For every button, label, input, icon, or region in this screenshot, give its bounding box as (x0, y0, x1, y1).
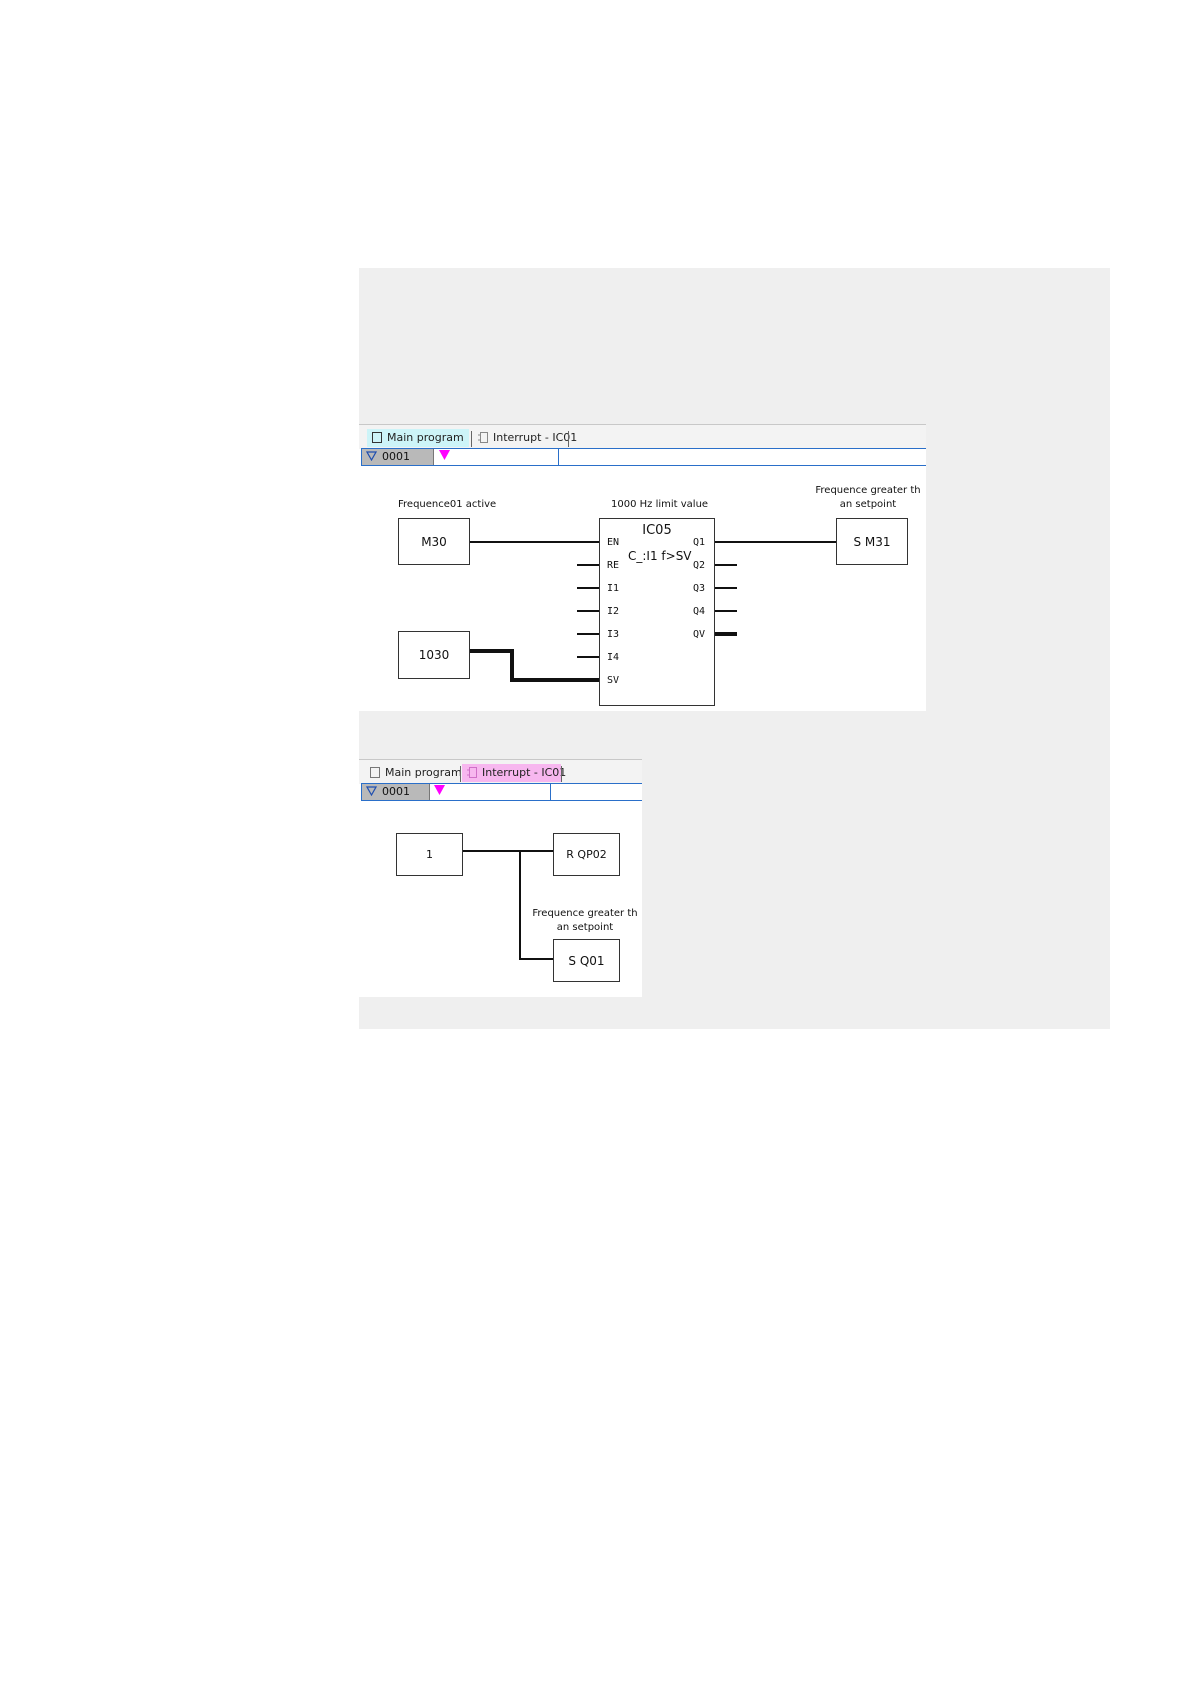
wire-branch-set (520, 851, 553, 959)
wire-constant-sv (470, 651, 599, 680)
coil-r-qp02[interactable]: R QP02 (553, 833, 620, 876)
pin-i2: I2 (607, 606, 619, 617)
constant-1[interactable]: 1 (396, 833, 463, 876)
pin-q3: Q3 (693, 583, 705, 594)
pin-q1: Q1 (693, 537, 705, 548)
contact-m30[interactable]: M30 (398, 518, 470, 565)
pin-i4: I4 (607, 652, 619, 663)
pin-sv: SV (607, 675, 619, 686)
program-editor-main: Main program Interrupt - IC01 0001 Frequ… (359, 424, 926, 711)
comment-output-line2: an setpoint (815, 499, 921, 510)
pin-i3: I3 (607, 629, 619, 640)
pin-i1: I1 (607, 583, 619, 594)
program-editor-interrupt: Main program Interrupt - IC01 0001 1 R Q… (359, 759, 642, 997)
block-name: IC05 (600, 523, 714, 538)
coil-s-m31[interactable]: S M31 (836, 518, 908, 565)
comment-function-block: 1000 Hz limit value (611, 499, 708, 510)
pin-qv: QV (693, 629, 705, 640)
function-block-ic05[interactable]: IC05 C_:I1 f>SV EN RE I1 I2 I3 I4 SV Q1 … (599, 518, 715, 706)
comment-line2: an setpoint (529, 922, 641, 933)
block-function: C_:I1 f>SV (628, 549, 692, 563)
pin-re: RE (607, 560, 619, 571)
comment-m30: Frequence01 active (398, 499, 496, 510)
pin-en: EN (607, 537, 619, 548)
pin-q2: Q2 (693, 560, 705, 571)
comment-output-line1: Frequence greater th (815, 485, 921, 496)
comment-line1: Frequence greater th (529, 908, 641, 919)
coil-s-q01[interactable]: S Q01 (553, 939, 620, 982)
constant-1030[interactable]: 1030 (398, 631, 470, 679)
pin-q4: Q4 (693, 606, 705, 617)
